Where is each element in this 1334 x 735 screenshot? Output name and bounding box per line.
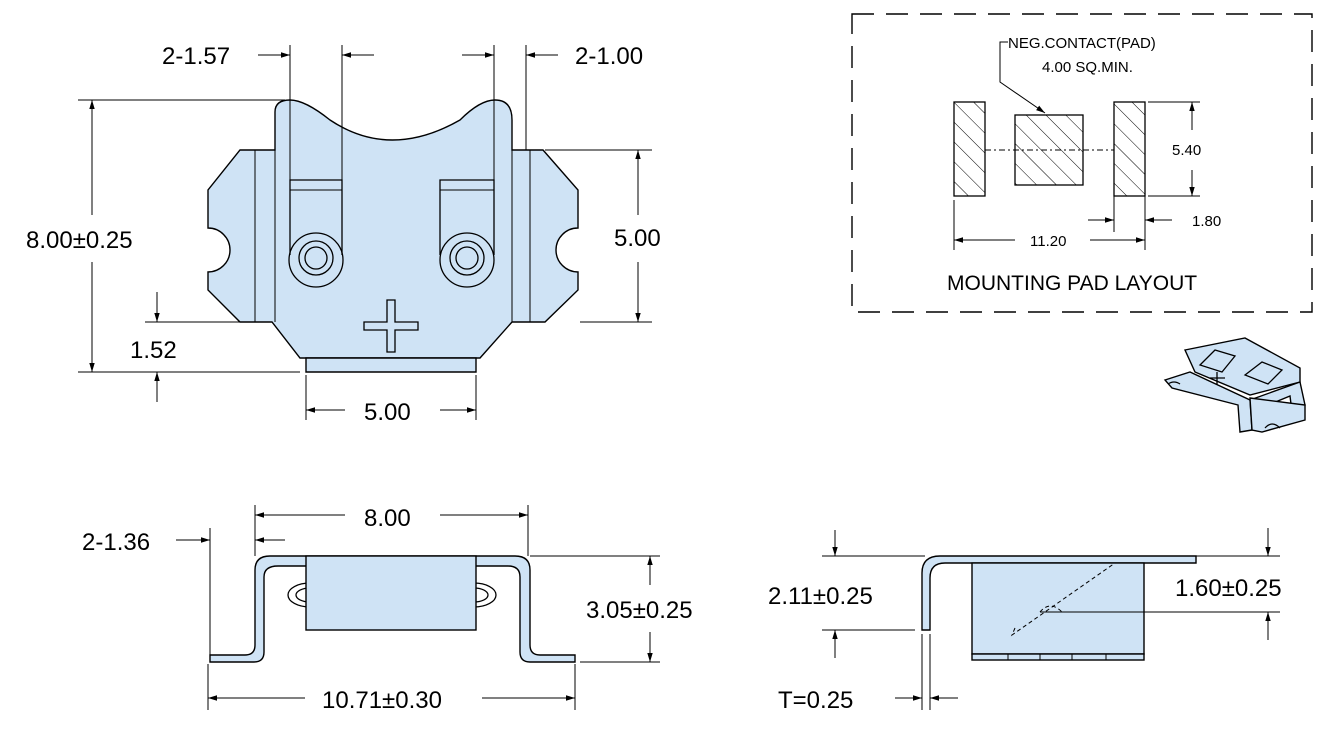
pad-right [1113,101,1146,197]
spring-contact-hidden [1010,562,1116,637]
top-view-bottom-tab [305,357,477,373]
front-view-body [305,555,477,631]
dim-front-height: 3.05±0.25 [586,597,693,624]
dim-side-height: 2.11±0.25 [768,583,873,610]
callout-line2: 4.00 SQ.MIN. [1042,59,1133,76]
dim-bottom-offset: 1.52 [130,337,177,364]
isometric-view [1163,337,1306,433]
dim-body-height: 5.00 [614,225,661,252]
top-view-body [207,99,579,359]
front-view: 8.00 2-1.36 3.05±0.25 10.71±0.30 [82,505,693,714]
top-view: 2-1.57 2-1.00 8.00±0.25 5.00 1.52 5.00 [26,43,661,426]
pad-center [1014,114,1084,186]
pad-layout-frame [851,13,1313,313]
callout-line1: NEG.CONTACT(PAD) [1008,35,1156,52]
contact-slot-left [289,179,343,255]
dim-total-height: 8.00±0.25 [26,227,133,254]
dim-tab-width: 2-1.00 [575,43,643,70]
dim-hole-diameter: 2-1.57 [162,43,230,70]
contact-slot-right [439,179,495,255]
dim-contact-height: 1.60±0.25 [1175,575,1282,602]
dim-pad-height: 5.40 [1172,142,1201,159]
pad-left [953,101,986,197]
contact-hole-left [288,232,344,288]
contact-hole-right [439,232,495,288]
side-view-body [971,562,1145,655]
dim-thickness: T=0.25 [778,687,853,714]
dim-top-width: 8.00 [364,505,411,532]
callout-leader [999,41,1046,114]
mounting-pad-layout: NEG.CONTACT(PAD) 4.00 SQ.MIN. 5.40 1.80 … [851,13,1313,313]
dim-bottom-width: 5.00 [364,399,411,426]
dim-pad-span: 11.20 [1030,233,1066,250]
dim-bend: 2-1.36 [82,529,150,556]
plus-mark-icon [363,299,419,353]
pad-layout-caption: MOUNTING PAD LAYOUT [947,272,1197,295]
dim-total-width: 10.71±0.30 [322,687,442,714]
side-view: 2.11±0.25 1.60±0.25 T=0.25 [768,528,1282,714]
dim-pad-width: 1.80 [1192,213,1221,230]
front-view-frame [209,555,576,663]
side-view-frame [921,555,1197,631]
